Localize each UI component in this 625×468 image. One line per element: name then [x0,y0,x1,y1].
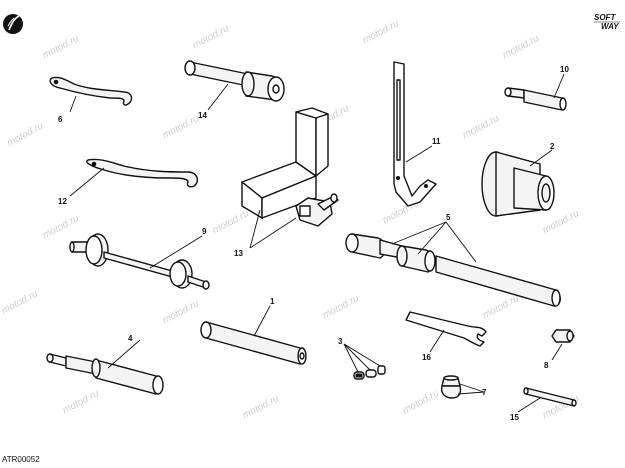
callout-14: 14 [198,111,207,120]
callout-7: 7 [482,388,487,397]
watermark: motod.ru [461,113,501,141]
tool-16-flat-wrench [405,311,487,347]
tool-7-adapter [440,375,462,399]
tool-15-thin-pin [523,387,577,407]
leaf-logo-icon [3,14,23,34]
watermark: motod.ru [481,293,521,321]
watermark: motod.ru [161,113,201,141]
brand-line2: WAY [601,22,619,31]
callout-5: 5 [446,213,451,222]
callout-13: 13 [234,249,243,258]
callout-2: 2 [550,142,555,151]
tool-6-hook-wrench [49,76,133,106]
watermark: motod.ru [241,393,281,421]
tool-4-sleeve [46,353,164,395]
callout-6: 6 [58,115,63,124]
tool-11-bracket [393,61,437,207]
watermark: motod.ru [541,208,581,236]
watermark: motod.ru [61,388,101,416]
watermark: motod.ru [41,33,81,61]
watermark: motod.ru [161,298,201,326]
watermark: motod.ru [361,18,401,46]
brand-line1: SOFT [594,13,616,22]
callout-1: 1 [270,297,275,306]
tool-13-case-and-puller [241,107,339,227]
tool-9-bar-with-discs [69,233,210,290]
callout-10: 10 [560,65,569,74]
watermark: motod.ru [401,388,441,416]
tool-12-hook-wrench [86,158,199,188]
callout-8: 8 [544,361,549,370]
leader-lines [69,73,565,413]
callout-12: 12 [58,197,67,206]
watermark: motod.ru [5,121,45,149]
callout-11: 11 [432,137,441,146]
callout-3: 3 [338,337,343,346]
watermark: motod.ru [0,288,40,316]
callout-labels: 1 2 3 4 5 6 7 8 9 10 11 12 13 14 15 16 [58,65,569,422]
callout-16: 16 [422,353,431,362]
watermark: motod.ru [211,208,251,236]
watermark: motod.ru [191,23,231,51]
watermark: motod.ru [501,33,541,61]
callout-15: 15 [510,413,519,422]
tool-3-clips [353,365,386,380]
tool-2-cup [481,151,555,217]
watermark: motod.ru [321,293,361,321]
tool-14-stepped-shaft [184,60,285,102]
callout-4: 4 [128,334,133,343]
tool-8-nut [551,329,575,343]
watermark: motod.ru [41,213,81,241]
callout-9: 9 [202,227,207,236]
brand-mark: SOFT WAY [594,13,620,31]
tool-10-pin [504,87,567,111]
drawing-code: ATR00052 [2,455,40,464]
tool-1-tube [200,321,307,365]
tool-5-rod-with-sleeves [345,233,561,307]
